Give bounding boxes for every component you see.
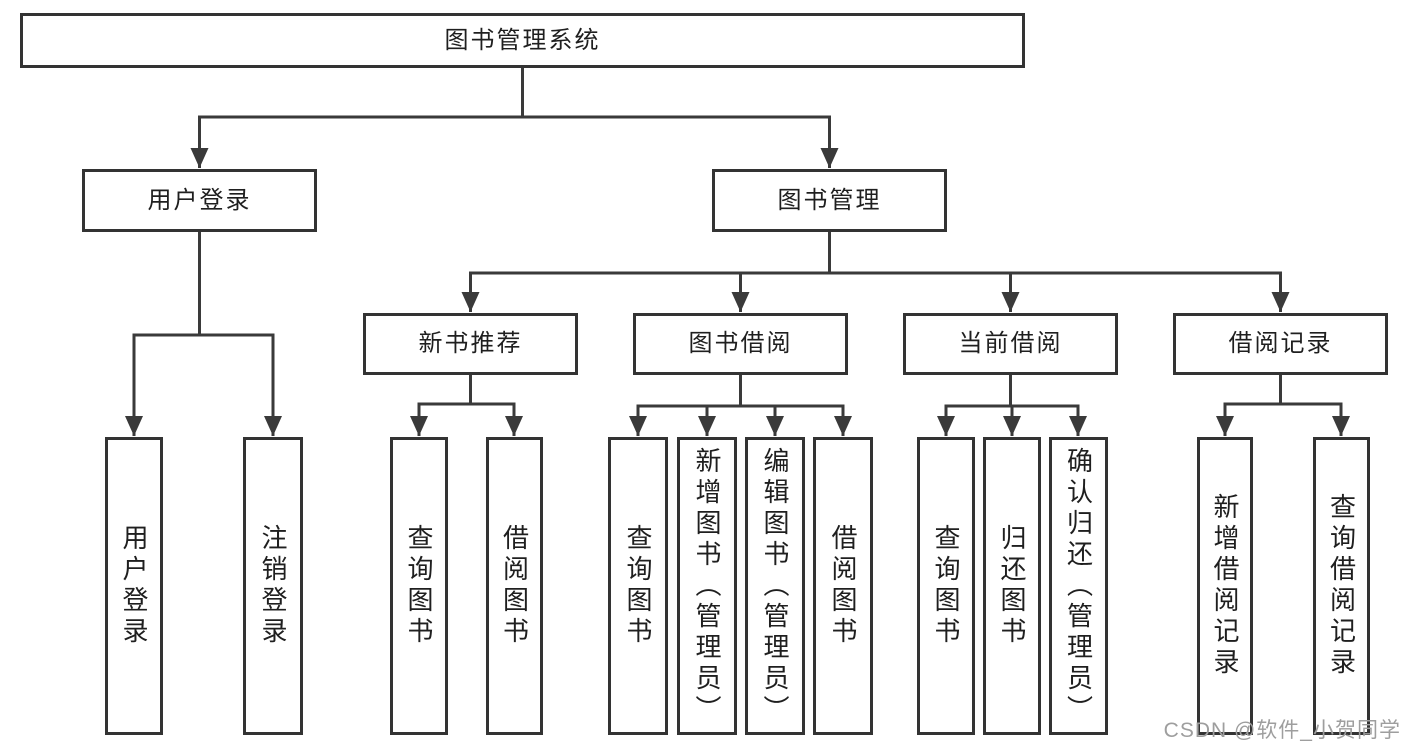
- node-book-management: 图书管理: [712, 169, 947, 232]
- leaf-add-borrow-record: 新增借阅记录: [1197, 437, 1253, 735]
- node-current-borrowing: 当前借阅: [903, 313, 1118, 375]
- leaf-query-books-borrow: 查询图书: [608, 437, 668, 735]
- leaf-edit-books-admin: 编辑图书（管理员）: [745, 437, 805, 735]
- leaf-borrow-books: 借阅图书: [813, 437, 873, 735]
- leaf-borrow-books-recommend: 借阅图书: [486, 437, 543, 735]
- node-new-book-recommendation: 新书推荐: [363, 313, 578, 375]
- leaf-user-login: 用户登录: [105, 437, 163, 735]
- node-borrowing-records: 借阅记录: [1173, 313, 1388, 375]
- leaf-query-books-recommend: 查询图书: [390, 437, 448, 735]
- node-library-management-system: 图书管理系统: [20, 13, 1025, 68]
- leaf-return-books: 归还图书: [983, 437, 1041, 735]
- leaf-add-books-admin: 新增图书（管理员）: [677, 437, 737, 735]
- node-book-borrowing: 图书借阅: [633, 313, 848, 375]
- leaf-query-books-current: 查询图书: [917, 437, 975, 735]
- leaf-confirm-return-admin: 确认归还（管理员）: [1049, 437, 1108, 735]
- csdn-watermark: CSDN @软件_小贺同学: [1163, 719, 1401, 742]
- leaf-logout: 注销登录: [243, 437, 303, 735]
- node-user-login: 用户登录: [82, 169, 317, 232]
- leaf-query-borrow-record: 查询借阅记录: [1313, 437, 1370, 735]
